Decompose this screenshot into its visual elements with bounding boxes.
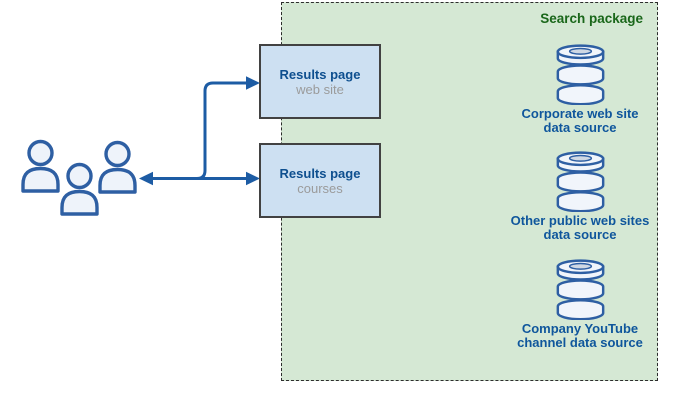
search-package-label: Search package	[540, 11, 643, 26]
label-line: Corporate web site	[521, 106, 639, 121]
database-icon	[556, 259, 605, 320]
database-icon	[556, 44, 605, 105]
node-subtitle: web site	[296, 81, 344, 97]
arrow-users-to-web-site	[196, 81, 246, 180]
label-line: data source	[543, 119, 617, 135]
arrowhead-left	[139, 171, 153, 186]
data-source-label-other-public: Other public web sites data source	[485, 214, 675, 241]
label-line: data source	[543, 226, 617, 242]
results-page-courses-node: Results page courses	[259, 143, 381, 218]
label-line: channel data source	[517, 334, 643, 350]
user-icon	[98, 140, 137, 194]
user-icon	[21, 139, 60, 193]
node-title: Results page	[279, 165, 361, 181]
node-title: Results page	[279, 66, 361, 82]
node-subtitle: courses	[297, 180, 343, 196]
label-line: Company YouTube	[521, 321, 639, 336]
data-source-label-youtube: Company YouTube channel data source	[485, 322, 675, 349]
label-line: Other public web sites	[510, 213, 650, 228]
database-icon	[556, 151, 605, 212]
arrowhead-right-web-site	[246, 76, 260, 90]
data-source-label-corporate: Corporate web site data source	[485, 107, 675, 134]
arrowhead-right-courses	[246, 171, 260, 186]
user-icon	[60, 162, 99, 216]
results-page-web-site-node: Results page web site	[259, 44, 381, 119]
